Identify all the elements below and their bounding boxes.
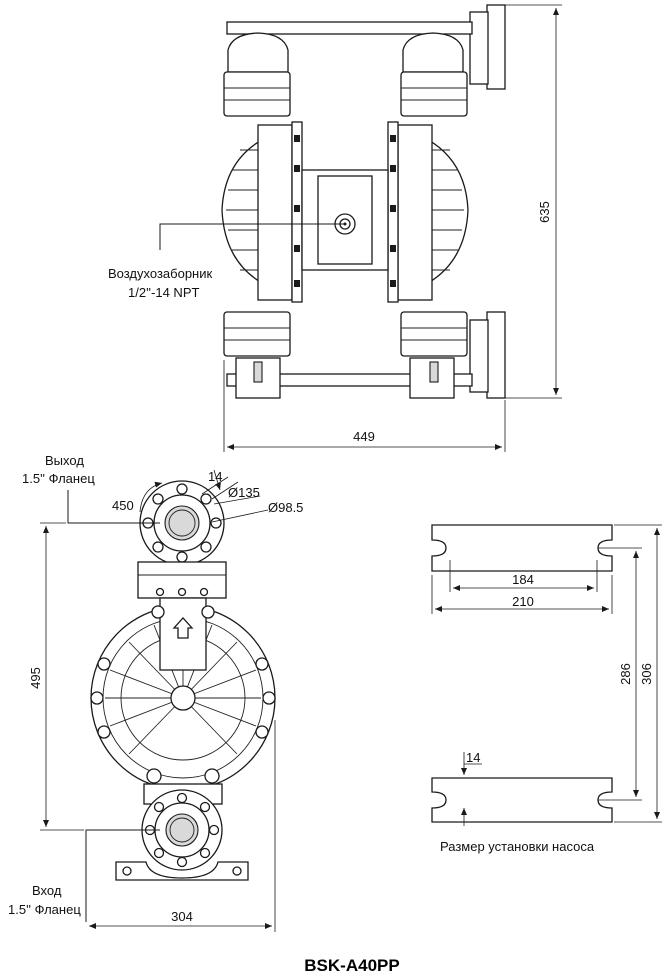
air-inlet-size: 1/2''-14 NPT — [128, 285, 199, 300]
dim-outer-width: 210 — [512, 594, 534, 609]
mount-plate-bottom — [431, 777, 613, 823]
outlet-flange-label: 1.5'' Фланец — [22, 471, 95, 486]
dim-outer-height: 306 — [639, 663, 654, 685]
inlet-flange-label: 1.5'' Фланец — [8, 902, 81, 917]
mount-plate-top — [431, 524, 613, 572]
dim-slot: 14 — [466, 750, 480, 765]
dim-hole: 14 — [208, 469, 222, 484]
dim-front-width: 449 — [353, 429, 375, 444]
inlet-label: Вход — [32, 883, 62, 898]
mount-view: 184 210 286 306 14 Размер установки насо… — [431, 524, 662, 854]
front-view: Воздухозаборник 1/2''-14 NPT 635 449 — [108, 4, 562, 452]
bottom-foot-plate — [486, 311, 506, 399]
mount-caption: Размер установки насоса — [440, 839, 595, 854]
dim-side-height: 495 — [28, 667, 43, 689]
side-view: Выход 1.5'' Фланец Вход 1.5'' Фланец 450… — [8, 453, 303, 932]
outlet-label: Выход — [45, 453, 84, 468]
top-manifold — [226, 21, 473, 35]
air-inlet-label: Воздухозаборник — [108, 266, 212, 281]
dim-d98: Ø98.5 — [268, 500, 303, 515]
dim-base-width: 304 — [171, 909, 193, 924]
dim-front-height: 635 — [537, 201, 552, 223]
dim-inner-height: 286 — [618, 663, 633, 685]
top-foot-plate — [486, 4, 506, 90]
base-feet — [115, 861, 249, 881]
dim-d135: Ø135 — [228, 485, 260, 500]
model-title: BSK-A40PP — [304, 956, 399, 975]
dim-rotation: 450 — [112, 498, 134, 513]
dim-inner-width: 184 — [512, 572, 534, 587]
